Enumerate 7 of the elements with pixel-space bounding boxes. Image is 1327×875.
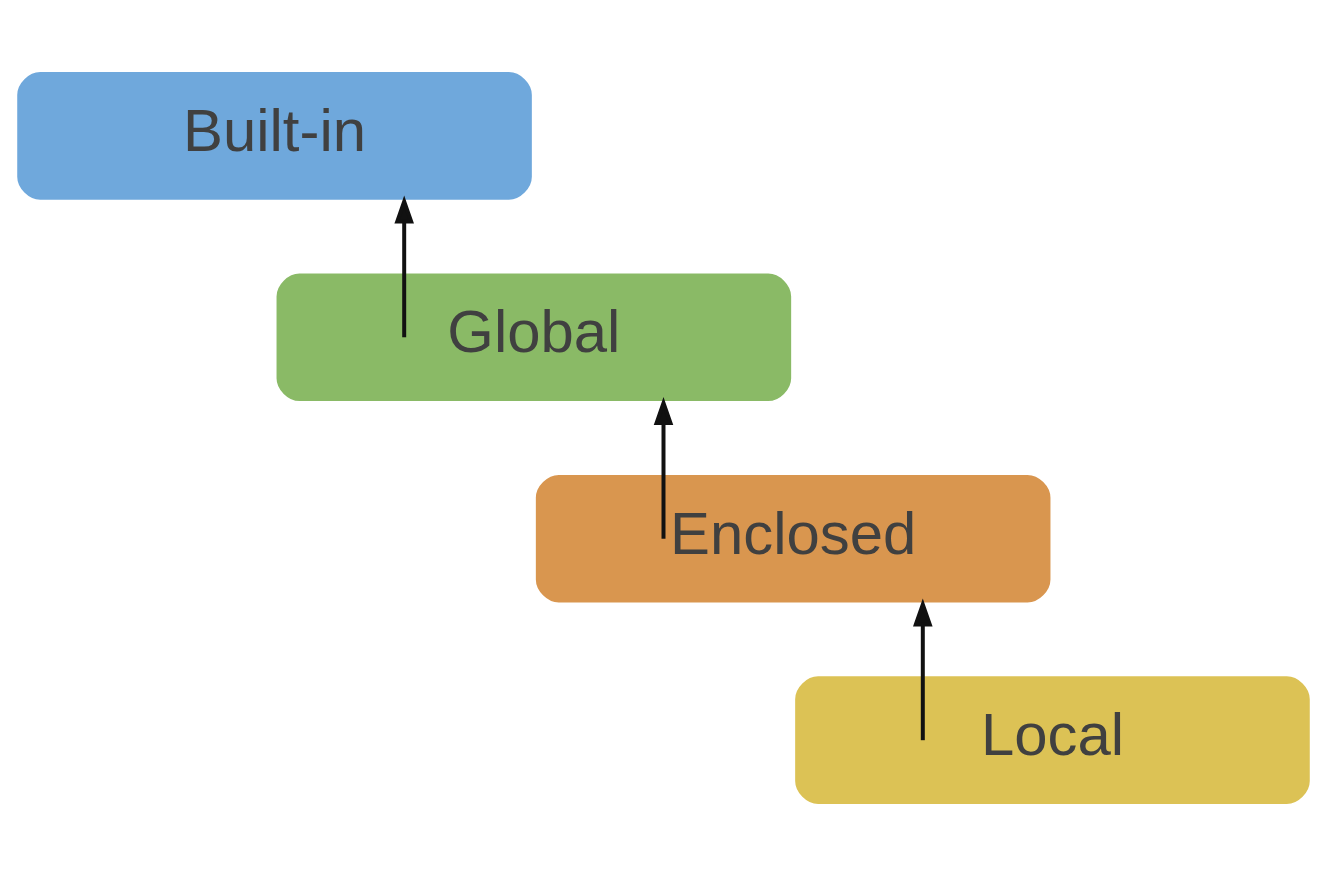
- node-box: Built-in: [15, 69, 534, 202]
- arrow: [913, 598, 933, 740]
- arrow: [653, 396, 674, 539]
- arrow: [394, 195, 414, 337]
- node-box: Local: [793, 673, 1312, 806]
- node-box: Global: [274, 270, 794, 403]
- node-box: Enclosed: [533, 472, 1053, 605]
